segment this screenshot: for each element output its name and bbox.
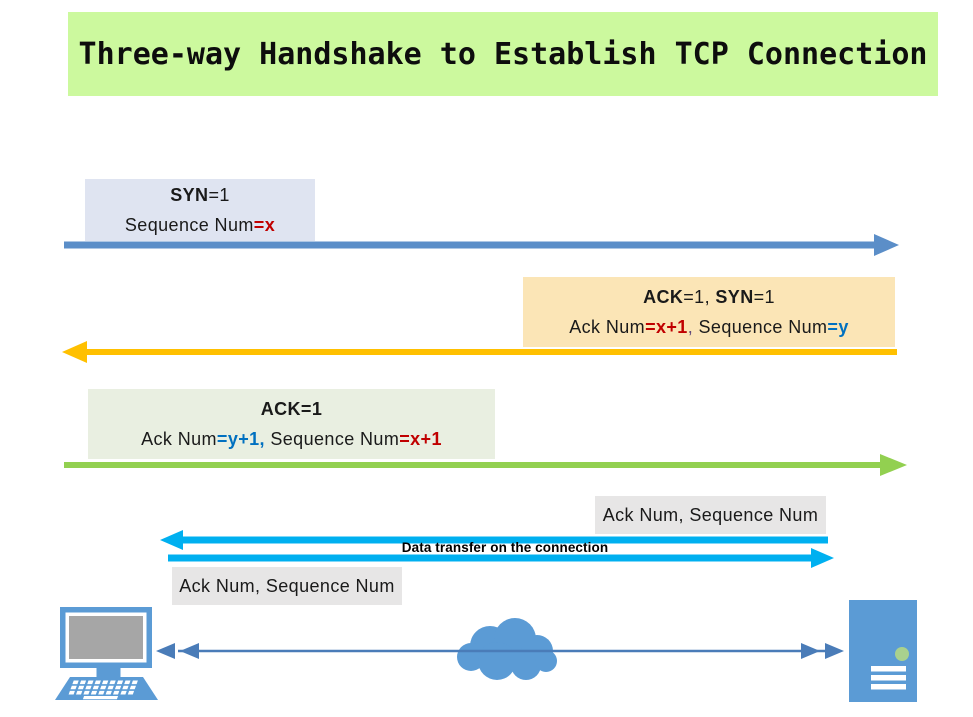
text-segment: =x [253, 215, 276, 235]
text-segment: =1 [208, 185, 230, 205]
text-segment: ACK=1 [260, 399, 323, 419]
text-segment: Sequence Num [264, 429, 400, 449]
synack-arrow [62, 341, 897, 363]
text-segment: SYN [170, 185, 209, 205]
text-segment: =x+1 [399, 429, 442, 449]
text-segment: =y+1, [216, 429, 265, 449]
diagram-title: Three-way Handshake to Establish TCP Con… [68, 12, 938, 96]
data-transfer-caption: Data transfer on the connection [401, 540, 609, 555]
connection-link-line [156, 643, 844, 659]
text-segment: Sequence Num [124, 215, 254, 235]
text-segment: Ack Num [141, 429, 217, 449]
data-transfer-left-arrow [160, 530, 828, 550]
synack-line2: Ack Num=x+1, Sequence Num=y [523, 312, 895, 342]
ack-seq-label-upper: Ack Num, Sequence Num [595, 496, 826, 534]
ack-arrow [64, 454, 907, 476]
text-segment: =y [827, 317, 849, 337]
text-segment: ACK [643, 287, 684, 307]
ack-line1: ACK=1 [88, 394, 495, 424]
syn-arrow [64, 234, 899, 256]
data-transfer-right-arrow [168, 548, 834, 568]
ack-label-box: ACK=1 Ack Num=y+1, Sequence Num=x+1 [88, 389, 495, 459]
text-segment: =1, [683, 287, 716, 307]
text-segment: =x+1 [645, 317, 688, 337]
syn-line1: SYN=1 [85, 180, 315, 210]
text-segment: , [687, 317, 694, 337]
text-segment: Sequence Num [693, 317, 828, 337]
server-tower-icon [849, 600, 917, 702]
syn-line2: Sequence Num=x [85, 210, 315, 240]
desktop-computer-icon [55, 607, 158, 700]
synack-line1: ACK=1, SYN=1 [523, 282, 895, 312]
ack-line2: Ack Num=y+1, Sequence Num=x+1 [88, 424, 495, 454]
synack-label-box: ACK=1, SYN=1 Ack Num=x+1, Sequence Num=y [523, 277, 895, 347]
text-segment: =1 [753, 287, 775, 307]
text-segment: SYN [715, 287, 754, 307]
syn-label-box: SYN=1 Sequence Num=x [85, 179, 315, 241]
ack-seq-label-lower: Ack Num, Sequence Num [172, 567, 402, 605]
text-segment: Ack Num [569, 317, 646, 337]
